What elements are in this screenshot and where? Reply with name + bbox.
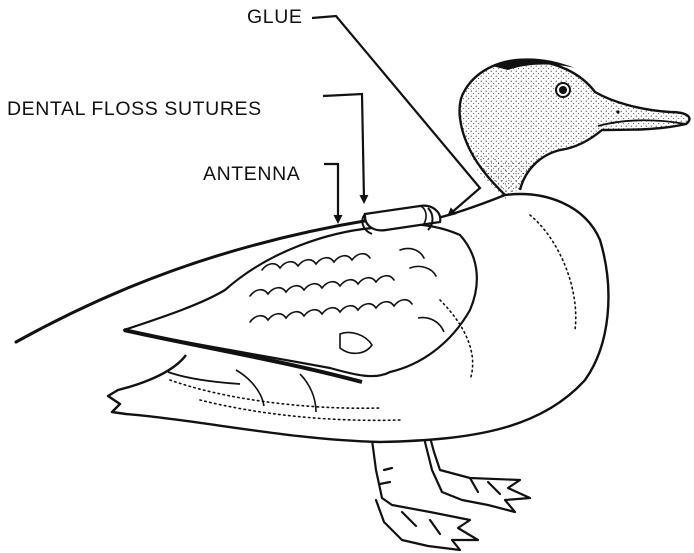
duck-legs (372, 430, 530, 550)
glue-label: GLUE (247, 8, 303, 28)
sutures-leader (323, 94, 364, 200)
dental-floss-sutures-label: DENTAL FLOSS SUTURES (7, 100, 262, 120)
callout-lines (312, 16, 480, 220)
duck-wing (124, 224, 477, 376)
antenna-label: ANTENNA (203, 165, 300, 185)
antenna-leader (324, 164, 338, 220)
